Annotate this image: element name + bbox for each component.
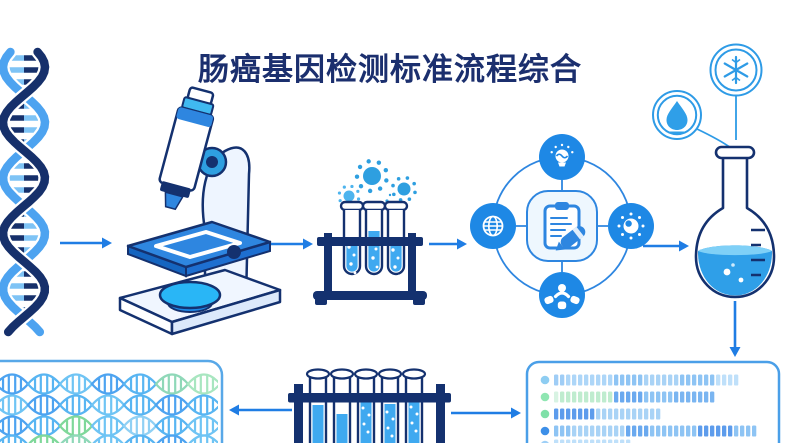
flask-graduation-marks [751,228,765,277]
round-flask-illustration [652,43,776,299]
virus-icon [617,212,645,240]
microscope-illustration [118,86,282,336]
snowflake-icon [709,43,763,97]
test-tube-rack-large-illustration [288,368,451,443]
virus-particles-illustration [337,159,417,214]
analysis-cycle-diagram [470,134,654,318]
clipboard-pen-icon [543,202,586,251]
lightbulb-icon [550,143,574,167]
test-tube-rack-illustration [313,200,427,305]
page-title: 肠癌基因检测标准流程综合 [198,52,582,87]
team-icon [544,284,580,310]
sequence-data-panel [525,360,781,443]
globe-icon [482,215,504,237]
dna-helix-illustration [0,45,52,339]
focus-knob [227,245,241,259]
dna-strand-rows [0,373,218,443]
dna-sequence-panel [0,359,224,443]
droplet-icon [652,90,702,140]
flow-arrows [60,237,741,419]
sequence-data-rows [540,374,757,443]
